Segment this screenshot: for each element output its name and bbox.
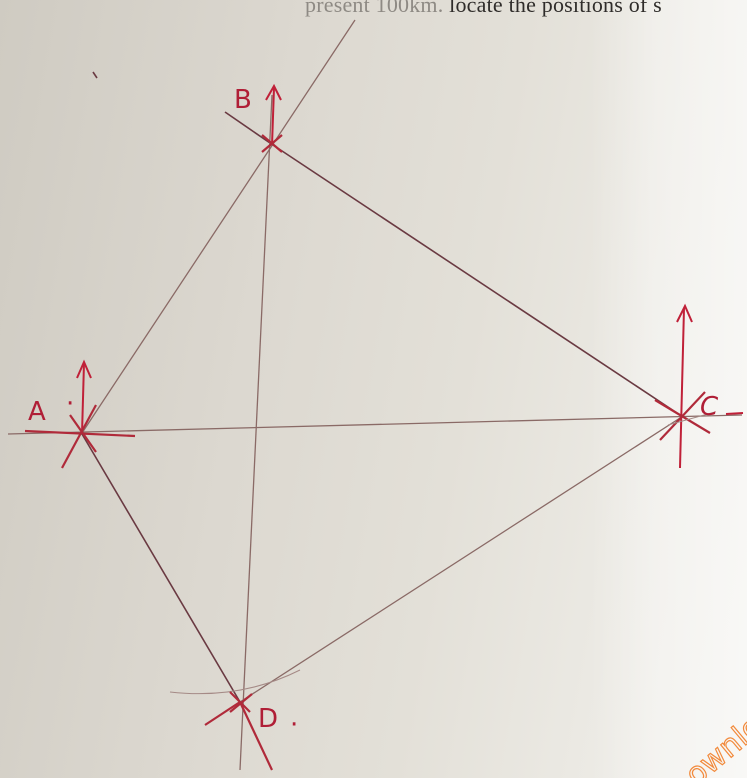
north-arrow-a-shaft	[81, 362, 85, 435]
point-c-star-3	[667, 411, 716, 426]
label-b: B	[234, 85, 252, 115]
line-bc	[269, 142, 681, 416]
line-ac	[7, 414, 743, 435]
question-text-dark: locate the positions of s	[443, 0, 662, 17]
point-d-cross-2	[229, 693, 253, 713]
point-d-cross-1	[229, 691, 251, 713]
line-bc-extension	[224, 111, 271, 144]
label-a-dot: ·	[66, 389, 74, 419]
light-gradient	[590, 0, 747, 778]
label-a: A	[28, 397, 46, 427]
north-arrow-c-shaft	[679, 307, 685, 469]
point-c-star-2	[659, 391, 706, 441]
point-a-cross-1	[61, 404, 97, 469]
watermark-text: ownlo	[679, 709, 747, 778]
label-c-dash	[725, 412, 744, 415]
north-arrow-c-head	[676, 303, 693, 323]
compass-arc-d	[169, 669, 301, 695]
point-a-cross-2	[69, 414, 97, 453]
north-arrow-a-head	[76, 359, 92, 379]
line-dc-extension	[204, 701, 241, 726]
line-bd	[239, 94, 273, 771]
north-arrow-b-head	[265, 83, 282, 101]
label-d-dot: ·	[290, 710, 298, 740]
question-text-faded: present 100km.	[305, 0, 444, 17]
line-ad-extension	[239, 701, 273, 771]
label-d: D	[258, 704, 278, 734]
pencil-dot	[92, 71, 98, 79]
line-ab-extended	[81, 19, 356, 434]
point-b-cross-2	[261, 134, 283, 153]
label-c: C	[700, 392, 719, 422]
question-text: present 100km. locate the positions of s	[305, 0, 662, 18]
north-arrow-b-shaft	[271, 87, 275, 146]
line-dc	[239, 417, 681, 703]
line-ad	[81, 433, 241, 703]
